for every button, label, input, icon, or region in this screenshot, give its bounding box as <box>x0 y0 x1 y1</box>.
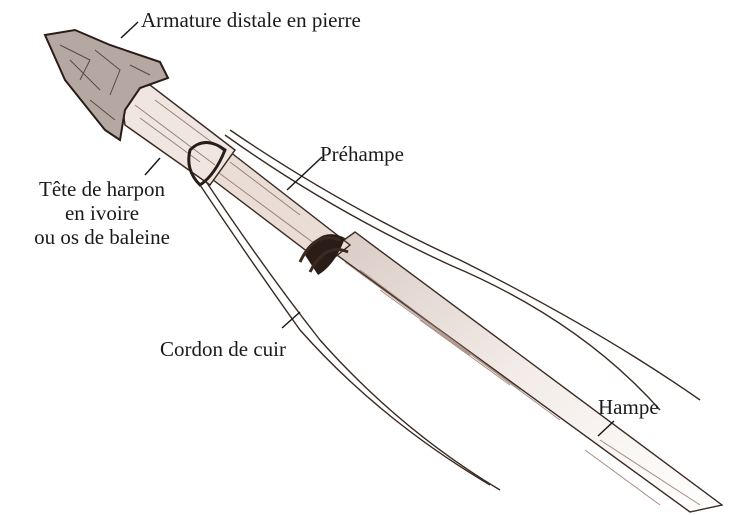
tete-label-line-3: ou os de baleine <box>2 225 202 249</box>
hampe-shaft <box>330 232 722 512</box>
cordon-label: Cordon de cuir <box>160 339 286 360</box>
harpoon-head <box>120 85 235 185</box>
tete-label-line-2: en ivoire <box>2 201 202 225</box>
tete-label: Tête de harpon en ivoire ou os de balein… <box>2 177 202 249</box>
armature-label: Armature distale en pierre <box>141 10 361 31</box>
tete-label-line-1: Tête de harpon <box>2 177 202 201</box>
prehampe-label: Préhampe <box>320 144 404 165</box>
hampe-label: Hampe <box>598 397 659 418</box>
tete-leader <box>145 158 160 175</box>
armature-leader <box>121 22 138 38</box>
